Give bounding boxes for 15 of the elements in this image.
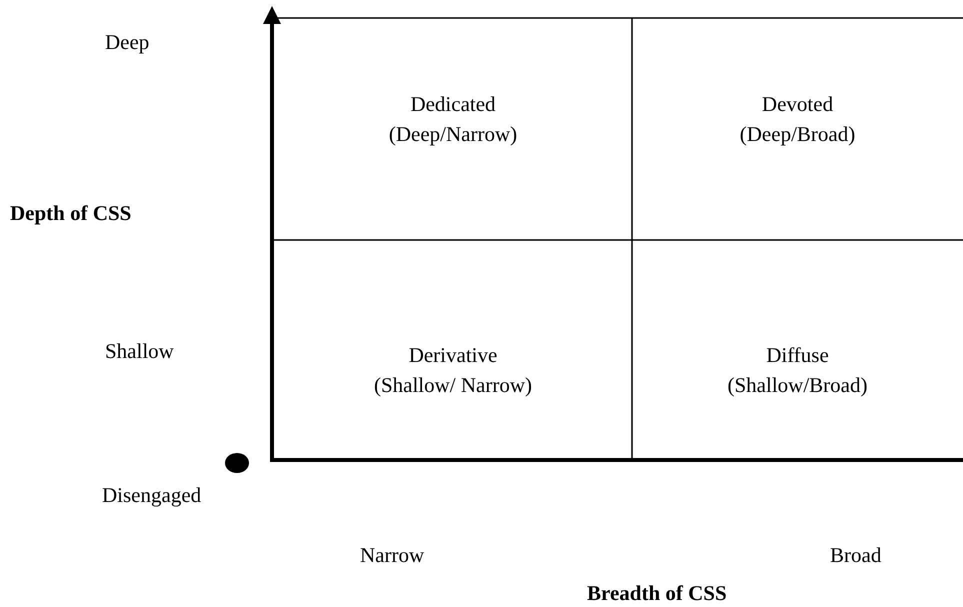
quadrant-title: Derivative bbox=[408, 342, 498, 369]
quadrant-title: Dedicated bbox=[409, 91, 497, 118]
axis-title: Depth of CSS bbox=[10, 201, 132, 226]
axis-level-label: Broad bbox=[830, 543, 882, 568]
quadrant-title: Devoted bbox=[760, 91, 834, 118]
axis-level-label: Narrow bbox=[360, 543, 424, 568]
origin-label: Disengaged bbox=[102, 483, 202, 508]
axis-title: Breadth of CSS bbox=[587, 581, 727, 606]
quadrant-subtitle: (Shallow/ Narrow) bbox=[372, 372, 534, 399]
quadrant-subtitle: (Deep/Narrow) bbox=[388, 121, 518, 148]
axis-level-label: Deep bbox=[105, 30, 150, 55]
axis-level-label: Shallow bbox=[105, 339, 174, 364]
quadrant-subtitle: (Deep/Broad) bbox=[738, 121, 856, 148]
quadrant-title: Diffuse bbox=[765, 342, 830, 369]
quadrant-subtitle: (Shallow/Broad) bbox=[726, 372, 868, 399]
